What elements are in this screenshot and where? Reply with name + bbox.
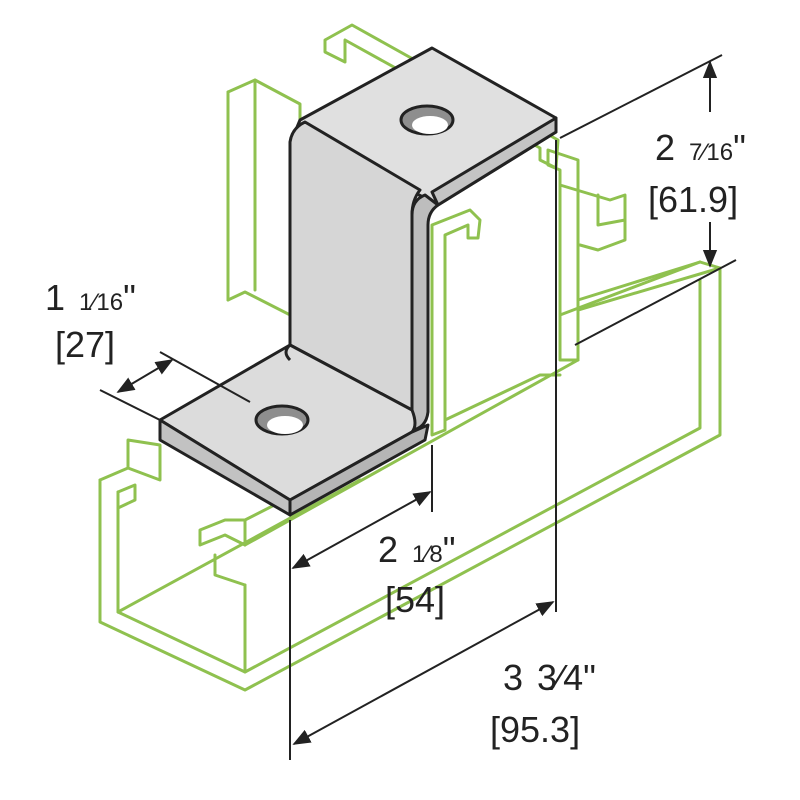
lower-channel-mid-lip	[198, 518, 247, 547]
dim-width-fraction: 1⁄16	[79, 289, 123, 316]
svg-text:2 7⁄16": 2 7⁄16"	[655, 127, 746, 168]
bracket-web-thickness	[410, 193, 440, 432]
lower-channel-back	[576, 260, 722, 312]
dim-length-fraction: 3⁄4	[537, 657, 583, 698]
bracket-bend-line	[284, 343, 292, 362]
dim-length-whole: 3	[503, 657, 523, 698]
dim-length-label: 3 3⁄4" [95.3]	[490, 657, 596, 750]
lower-channel-mid-lip-inner	[213, 553, 247, 587]
width-extension-a	[159, 351, 251, 403]
upper-channel-inner-lip	[430, 208, 482, 437]
dim-height-whole: 2	[655, 127, 675, 168]
dim-leg-whole: 2	[378, 529, 398, 570]
upper-channel-right-lip	[596, 193, 627, 227]
dim-height-label: 2 7⁄16" [61.9]	[648, 127, 746, 220]
width-extension-b	[99, 389, 161, 421]
dim-width-unit: "	[123, 277, 136, 318]
top-hole-inner	[412, 116, 448, 134]
upper-channel-left-inner	[226, 78, 257, 302]
height-extension-top	[559, 54, 723, 139]
upper-channel-right-side	[558, 183, 627, 252]
upper-channel-right-flange	[546, 148, 580, 362]
lower-channel-left-lip-2	[116, 483, 137, 510]
dimension-lines	[99, 54, 737, 760]
dim-leg-label: 2 1⁄8" [54]	[378, 529, 456, 620]
lower-channel-floor	[116, 478, 362, 674]
dim-length-unit: "	[583, 657, 596, 698]
u-bracket	[158, 46, 558, 517]
bottom-hole-inner	[267, 416, 303, 434]
leg-arrow	[291, 491, 432, 569]
dim-height-metric: [61.9]	[648, 179, 738, 220]
dim-leg-unit: "	[443, 529, 456, 570]
dim-height-unit: "	[733, 127, 746, 168]
upper-channel-inner-floor	[443, 373, 562, 422]
svg-text:2 1⁄8": 2 1⁄8"	[378, 529, 456, 570]
lower-channel-left-lip	[98, 438, 162, 482]
length-arrow	[292, 601, 555, 745]
dim-width-whole: 1	[45, 277, 65, 318]
svg-text:1 1⁄16": 1 1⁄16"	[45, 277, 136, 318]
dim-length-metric: [95.3]	[490, 709, 580, 750]
dim-leg-metric: [54]	[385, 579, 445, 620]
height-extension-bottom	[574, 259, 737, 346]
dim-height-fraction: 7⁄16	[689, 139, 733, 166]
dim-width-metric: [27]	[55, 324, 115, 365]
width-arrow	[116, 359, 174, 393]
dim-width-label: 1 1⁄16" [27]	[45, 277, 136, 365]
svg-text:3 3⁄4": 3 3⁄4"	[503, 657, 596, 698]
dim-leg-fraction: 1⁄8	[412, 541, 443, 568]
upper-channel	[226, 23, 627, 437]
